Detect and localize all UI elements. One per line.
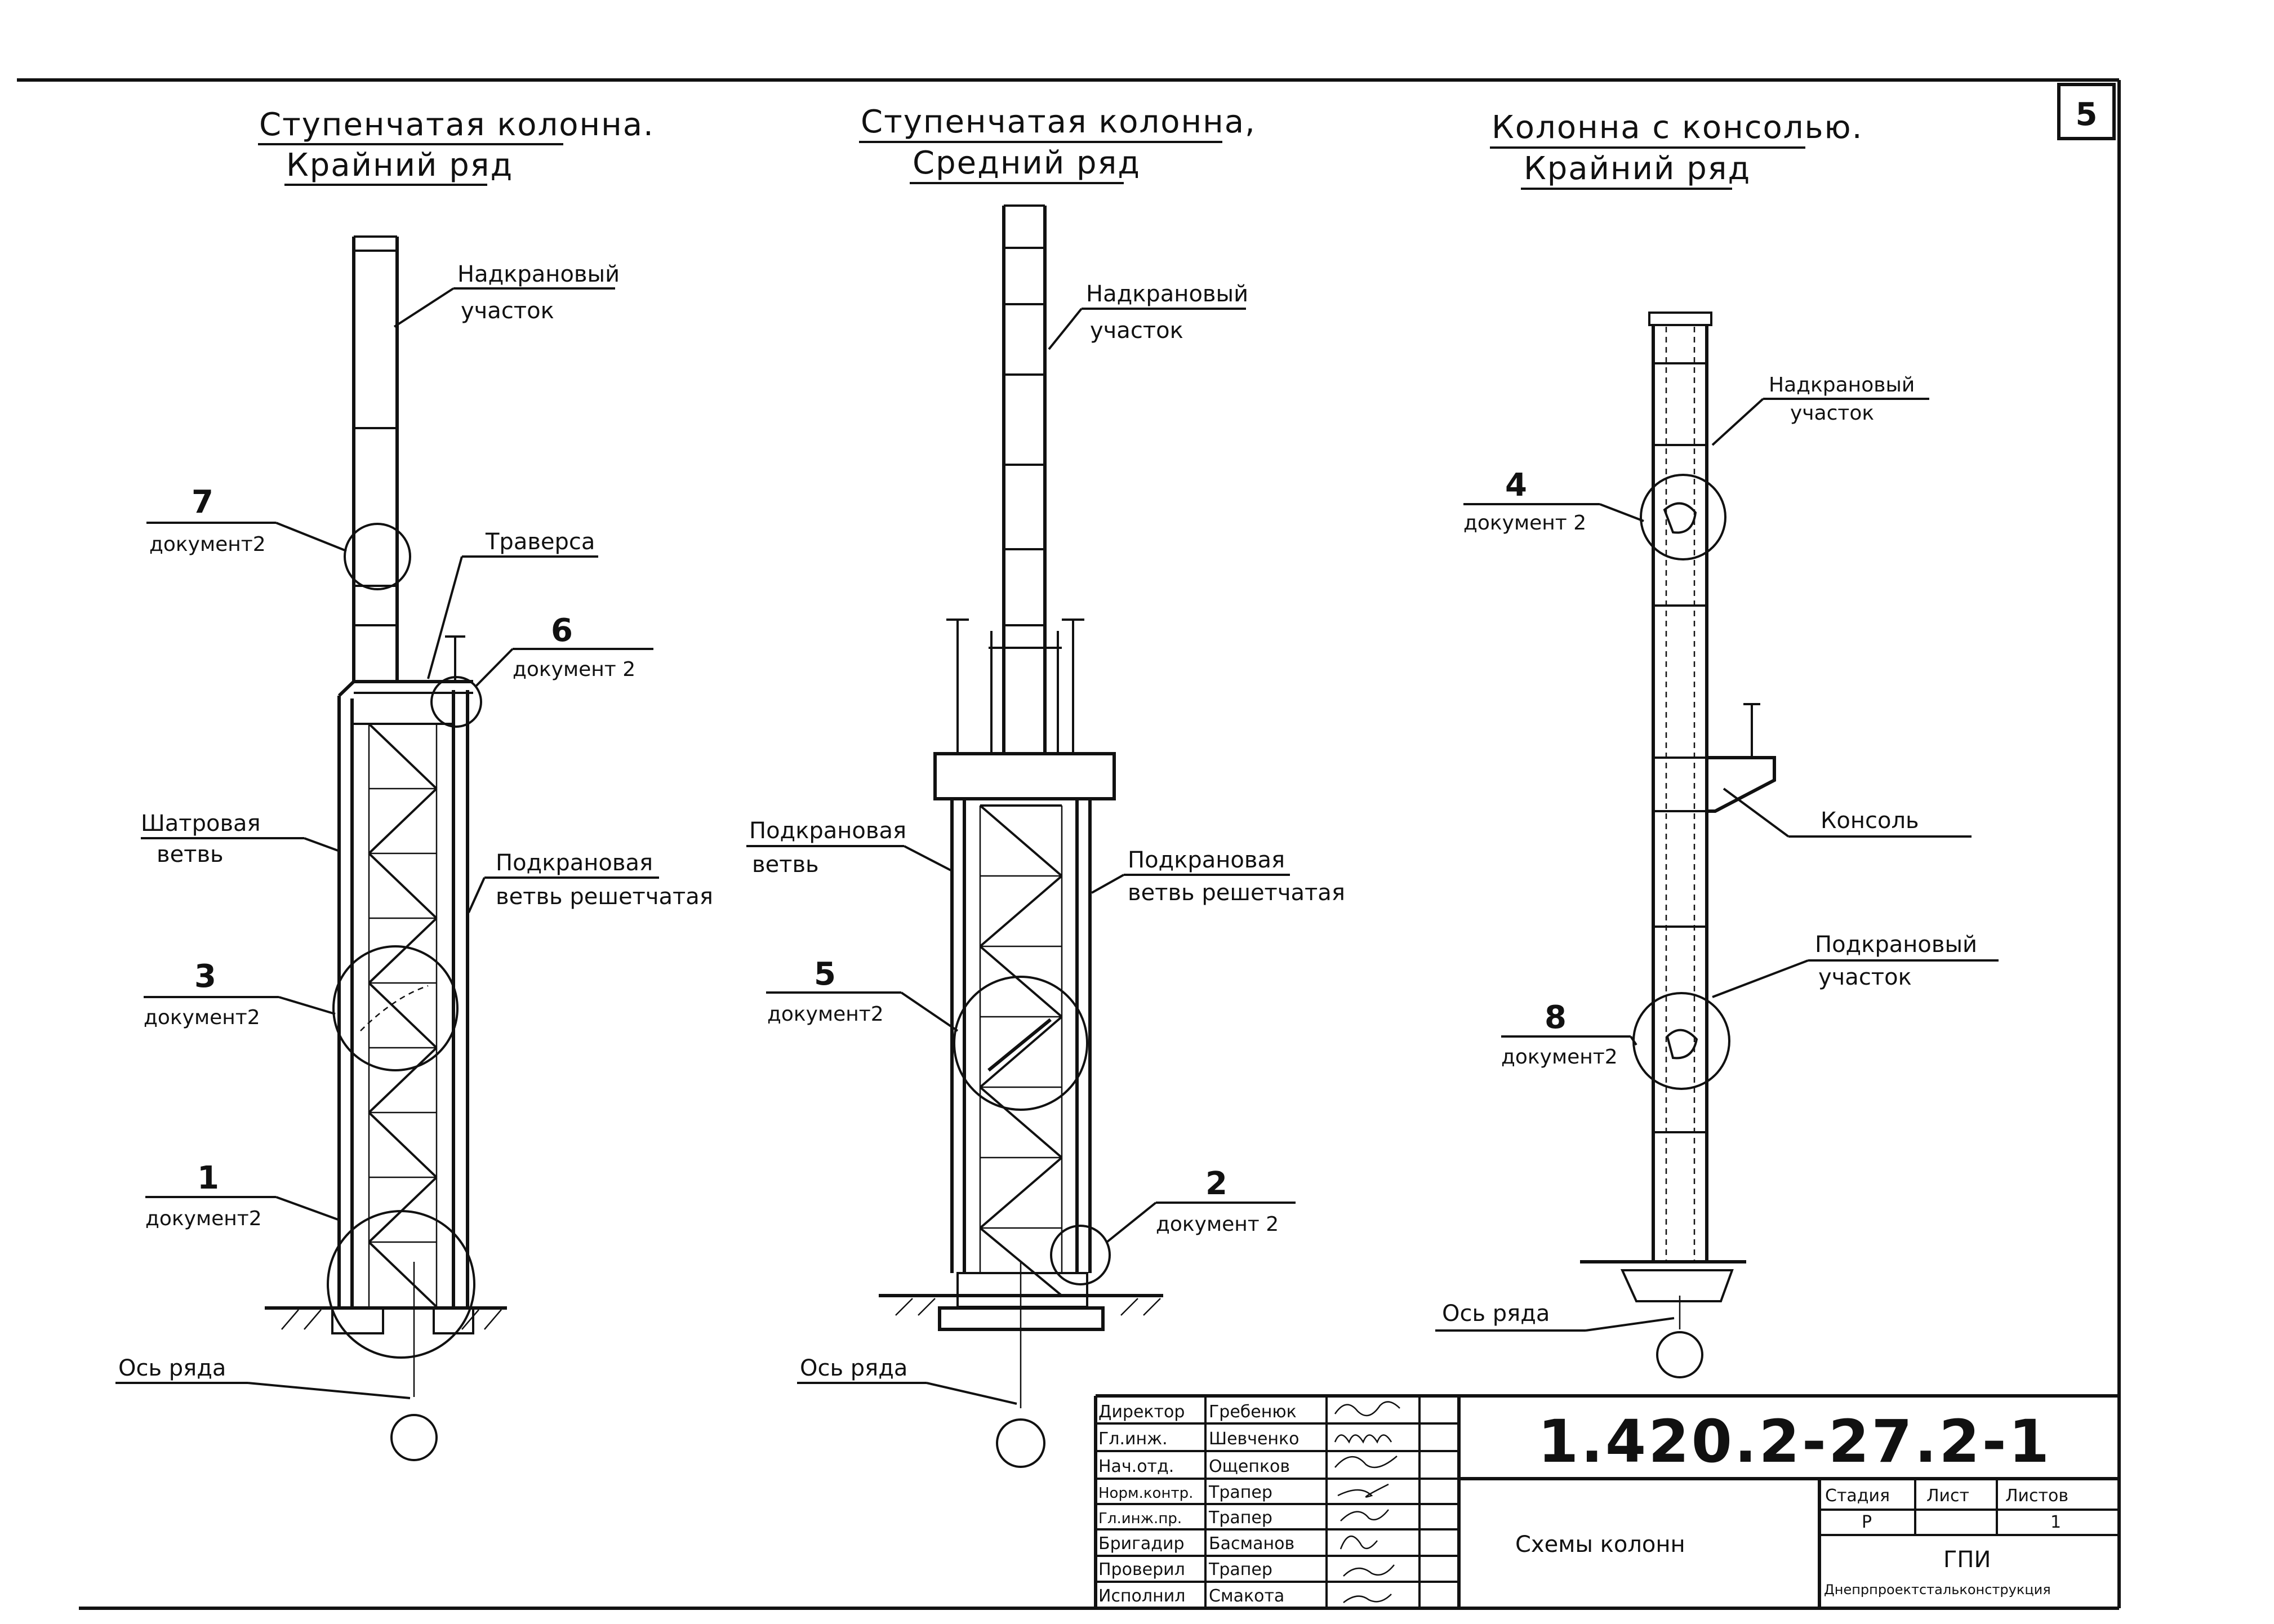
column-2-title-line1: Ступенчатая колонна, [861,104,1256,140]
sheets-label: Листов [2005,1486,2068,1506]
callout-4-doc: документ 2 [1463,511,1586,535]
column-1-upper-label-1: Надкрановый [457,261,620,287]
role-team-lead: Бригадир [1098,1534,1185,1554]
role-chief-engineer: Гл.инж. [1098,1429,1168,1449]
role-director: Директор [1098,1402,1185,1422]
console [1705,703,1776,813]
drawing-title: Схемы колонн [1515,1532,1685,1558]
column-2-right-branch-label-2: ветвь решетчатая [1128,880,1345,906]
detail-8-hole [1666,1029,1698,1060]
callout-3-number: 3 [194,958,216,995]
role-norm-control: Норм.контр. [1098,1485,1193,1502]
org-full: Днепрпроектстальконструкция [1824,1582,2051,1598]
column-1-axis-label: Ось ряда [118,1355,226,1381]
detail-circle-6 [430,676,482,728]
column-1-upper-label-2: участок [461,298,554,324]
column-2-upper-label-1: Надкрановый [1086,281,1248,307]
name-norm-control: Трапер [1208,1483,1272,1502]
traverse-label: Траверса [485,529,595,555]
drawing-code: 1.420.2-27.2-1 [1538,1407,2052,1476]
column-2-left-branch-label-1: Подкрановая [749,818,906,844]
column-1-lower-section [337,635,473,1308]
signatures [1334,1401,1400,1603]
column-1-base [265,1262,507,1461]
left-branch-label-2: ветвь [157,842,224,867]
callout-5-doc: документ2 [767,1003,884,1026]
column-2-upper-section [946,204,1084,755]
callout-8-doc: документ2 [1501,1045,1618,1069]
column-3-lower-label-2: участок [1818,964,1912,990]
detail-circle-8 [1632,992,1730,1090]
detail-circle-5 [953,976,1088,1111]
column-3-axis-label: Ось ряда [1442,1301,1550,1327]
title-block: Директор Гл.инж. Нач.отд. Норм.контр. Гл… [1094,1394,2119,1608]
sheets-value: 1 [2050,1512,2061,1532]
callout-3-doc: документ2 [144,1006,260,1029]
right-branch-label-2: ветвь решетчатая [496,884,713,910]
role-checked: Проверил [1098,1560,1185,1579]
role-executed: Исполнил [1098,1586,1185,1606]
callout-1-number: 1 [197,1160,219,1196]
stage-value: Р [1862,1512,1872,1532]
column-2-upper-label-2: участок [1090,318,1183,344]
callout-5-number: 5 [814,956,836,993]
column-2-group: Ступенчатая колонна, Средний ряд [746,104,1345,1468]
name-team-lead: Басманов [1209,1534,1294,1554]
sheet-number-box [2057,83,2116,140]
callout-8-number: 8 [1545,999,1567,1036]
name-chief-engineer: Шевченко [1209,1429,1300,1449]
column-3-base [1580,1260,1746,1378]
callout-7-doc: документ2 [149,533,266,556]
column-2-base [879,1262,1163,1468]
right-branch-label-1: Подкрановая [496,850,653,876]
column-3-upper-label-1: Надкрановый [1769,373,1915,397]
name-checked: Трапер [1208,1560,1272,1579]
detail-circle-1 [327,1210,475,1359]
column-2-left-branch-label-2: ветвь [752,852,819,878]
sheet-number: 5 [2076,96,2098,133]
detail-circle-3 [332,945,459,1071]
detail-4-hole [1663,502,1697,534]
callout-1-doc: документ2 [145,1207,262,1230]
callout-2-number: 2 [1205,1165,1227,1202]
column-2-axis-label: Ось ряда [800,1355,907,1381]
name-chief-project-engineer: Трапер [1208,1508,1272,1528]
column-3-title-line2: Крайний ряд [1524,150,1751,187]
name-director: Гребенюк [1209,1402,1297,1422]
column-3-shaft [1648,312,1712,1262]
left-branch-label-1: Шатровая [141,811,261,837]
column-2-right-branch-label-1: Подкрановая [1128,847,1285,873]
console-label: Консоль [1821,808,1919,834]
column-3-title-line1: Колонна с консолью. [1492,109,1863,146]
role-dept-head: Нач.отд. [1098,1457,1174,1476]
stage-label: Стадия [1825,1486,1890,1506]
detail-circle-4 [1640,474,1726,560]
name-dept-head: Ощепков [1209,1457,1290,1476]
column-1-title-line1: Ступенчатая колонна. [259,106,655,143]
callout-2-doc: документ 2 [1156,1213,1279,1236]
column-2-title-line2: Средний ряд [913,145,1141,181]
column-3-lower-label-1: Подкрановый [1815,932,1977,958]
column-3-upper-label-2: участок [1790,402,1874,425]
callout-6-number: 6 [551,612,573,649]
callout-6-doc: документ 2 [513,658,635,681]
callout-4-number: 4 [1505,467,1527,504]
role-chief-project-engineer: Гл.инж.пр. [1098,1510,1182,1527]
column-1-title-line2: Крайний ряд [286,147,513,184]
detail-circle-7 [344,523,411,590]
sheet-frame: 5 [17,78,2121,1610]
callout-7-number: 7 [192,484,213,520]
column-1-upper-section [352,235,399,682]
column-3-group: Колонна с консолью. Крайний ряд [1435,109,1999,1378]
org-short: ГПИ [1943,1547,1991,1573]
detail-circle-2 [1050,1225,1111,1285]
column-2-lower-section [933,752,1116,1297]
name-executed: Смакота [1209,1586,1284,1606]
column-1-group: Ступенчатая колонна. Крайний ряд [115,106,713,1461]
sheet-label: Лист [1926,1486,1969,1506]
